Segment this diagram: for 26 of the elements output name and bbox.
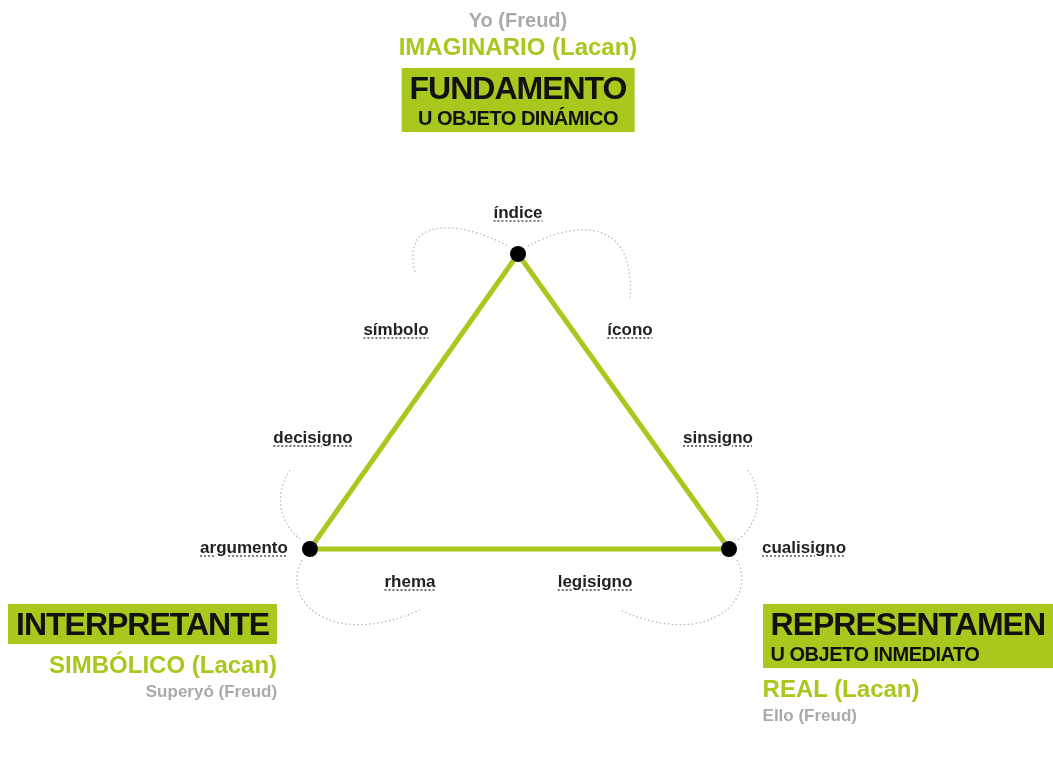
box-subheading: U OBJETO INMEDIATO bbox=[770, 642, 980, 666]
vertex-dot bbox=[721, 541, 737, 557]
vertex-dot bbox=[510, 246, 526, 262]
vertex-label: argumento bbox=[200, 538, 288, 558]
term-label: decisigno bbox=[273, 428, 353, 448]
triangle-side bbox=[520, 259, 727, 544]
box-subheading: U OBJETO DINÁMICO bbox=[417, 106, 618, 130]
triangle-side bbox=[318, 546, 721, 552]
annotation-text: Ello (Freud) bbox=[762, 705, 857, 727]
term-label: ícono bbox=[607, 320, 653, 340]
term-label: legisigno bbox=[557, 572, 633, 592]
triangle-side bbox=[312, 259, 516, 544]
box-heading: REPRESENTAMEN bbox=[770, 606, 1045, 642]
vertex-label: cualisigno bbox=[761, 538, 847, 558]
term-label: rhema bbox=[384, 572, 436, 592]
box-heading: FUNDAMENTO bbox=[409, 70, 627, 106]
annotation-text: REAL (Lacan) bbox=[762, 674, 920, 704]
term-label: símbolo bbox=[363, 320, 429, 340]
vertex-dot bbox=[302, 541, 318, 557]
box-heading: INTERPRETANTE bbox=[16, 606, 270, 642]
term-label: sinsigno bbox=[683, 428, 753, 448]
annotation-text: Superyó (Freud) bbox=[145, 681, 278, 703]
annotation-text: SIMBÓLICO (Lacan) bbox=[49, 650, 278, 680]
annotation-text: IMAGINARIO (Lacan) bbox=[398, 32, 638, 62]
vertex-label: índice bbox=[493, 203, 543, 223]
annotation-text: Yo (Freud) bbox=[468, 8, 568, 32]
